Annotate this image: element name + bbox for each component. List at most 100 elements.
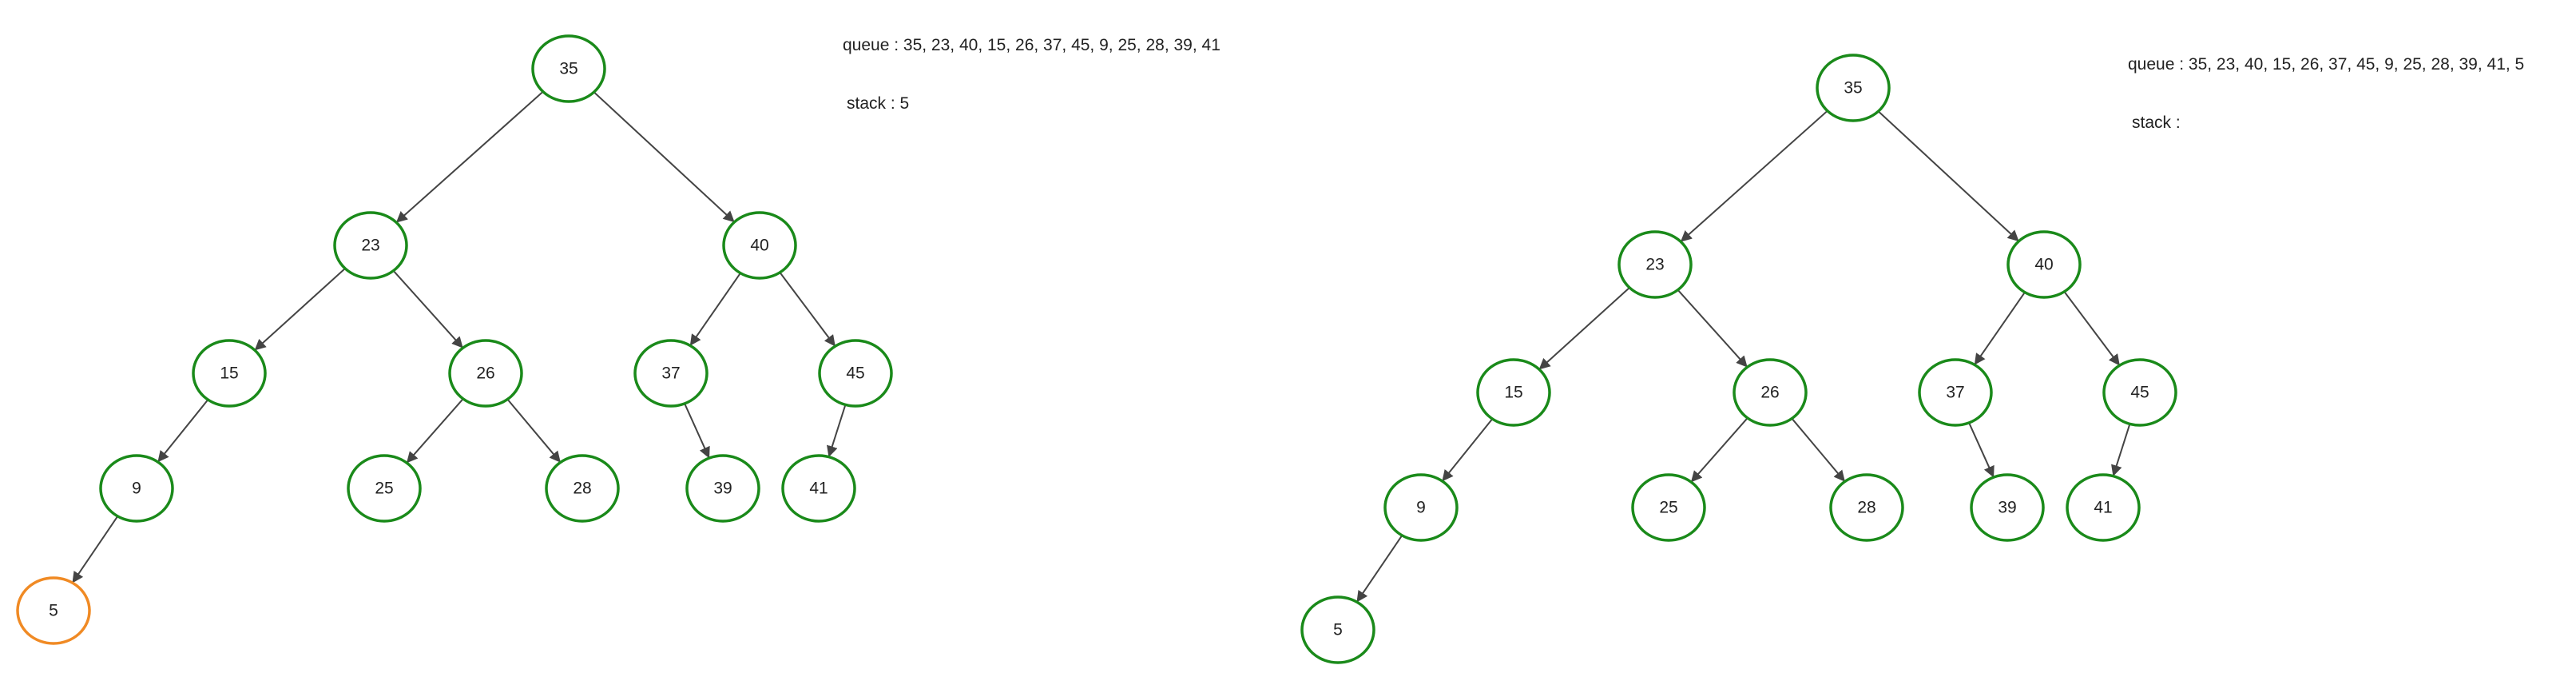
panel-left-edges xyxy=(72,90,847,583)
tree-node-label: 25 xyxy=(1659,499,1677,517)
tree-node-circle xyxy=(781,454,856,523)
tree-node-circle xyxy=(1816,54,1891,122)
tree-node-label: 37 xyxy=(1946,384,1964,402)
tree-node-left-25: 25 xyxy=(347,454,422,523)
tree-node-circle xyxy=(633,339,708,408)
tree-node-right-23: 23 xyxy=(1617,230,1693,299)
tree-node-left-39: 39 xyxy=(685,454,760,523)
edge-right-23-to-15 xyxy=(1538,287,1630,370)
edge-right-15-to-9 xyxy=(1442,418,1494,482)
panel-left-tree: 35 23 40 15 26 37 45 9 25 28 39 41 5 xyxy=(16,34,893,645)
tree-node-circle xyxy=(16,576,91,645)
tree-node-circle xyxy=(1733,358,1808,427)
edge-right-45-to-41 xyxy=(2111,424,2131,477)
tree-node-left-35: 35 xyxy=(531,34,606,103)
edge-left-23-to-26 xyxy=(392,270,463,348)
tree-node-circle xyxy=(99,454,174,523)
tree-node-right-37: 37 xyxy=(1918,358,1993,427)
tree-node-label: 23 xyxy=(1645,256,1664,274)
tree-node-right-40: 40 xyxy=(2006,230,2082,299)
edge-left-9-to-5 xyxy=(72,516,119,583)
tree-node-label: 25 xyxy=(375,480,393,498)
edge-left-26-to-28 xyxy=(506,398,561,463)
edge-right-40-to-45 xyxy=(2063,291,2120,366)
tree-node-label: 41 xyxy=(809,480,828,498)
tree-node-circle xyxy=(192,339,267,408)
tree-node-label: 26 xyxy=(1760,384,1779,402)
tree-node-circle xyxy=(333,211,408,280)
tree-node-circle xyxy=(2066,473,2141,542)
tree-node-circle xyxy=(1476,358,1551,427)
edge-left-40-to-37 xyxy=(689,273,741,346)
tree-node-circle xyxy=(1918,358,1993,427)
tree-node-left-37: 37 xyxy=(633,339,708,408)
tree-node-circle xyxy=(1829,473,1904,542)
tree-node-left-45: 45 xyxy=(818,339,893,408)
tree-node-label: 41 xyxy=(2094,499,2112,517)
tree-node-label: 45 xyxy=(2130,384,2149,402)
tree-node-label: 9 xyxy=(132,480,141,498)
tree-node-circle xyxy=(448,339,523,408)
edge-right-37-to-39 xyxy=(1968,422,1995,478)
edge-left-23-to-15 xyxy=(254,268,346,351)
tree-node-label: 5 xyxy=(49,602,58,620)
panel-left-queue-label: queue : 35, 23, 40, 15, 26, 37, 45, 9, 2… xyxy=(843,36,1221,54)
tree-node-left-28: 28 xyxy=(545,454,620,523)
panel-right-nodes: 35 23 40 15 26 37 45 9 25 28 39 41 5 xyxy=(1300,54,2177,664)
tree-node-label: 40 xyxy=(750,237,768,255)
panel-right-stack-label: stack : xyxy=(2132,114,2181,132)
edge-left-45-to-41 xyxy=(827,404,847,458)
tree-node-label: 37 xyxy=(661,364,680,383)
panel-left-nodes: 35 23 40 15 26 37 45 9 25 28 39 41 5 xyxy=(16,34,893,645)
edge-right-26-to-25 xyxy=(1690,417,1748,483)
panel-right-edges xyxy=(1356,110,2131,603)
tree-node-label: 28 xyxy=(573,480,591,498)
tree-node-circle xyxy=(722,211,797,280)
panel-right-tree: 35 23 40 15 26 37 45 9 25 28 39 41 5 xyxy=(1300,54,2177,664)
tree-node-left-5: 5 xyxy=(16,576,91,645)
tree-node-right-39: 39 xyxy=(1970,473,2045,542)
tree-node-label: 5 xyxy=(1333,621,1343,639)
panel-right-queue-label: queue : 35, 23, 40, 15, 26, 37, 45, 9, 2… xyxy=(2128,55,2525,74)
edge-right-9-to-5 xyxy=(1356,535,1403,603)
edge-right-26-to-28 xyxy=(1791,417,1845,482)
edge-left-37-to-39 xyxy=(684,403,710,459)
tree-node-circle xyxy=(818,339,893,408)
tree-node-circle xyxy=(1300,595,1375,664)
tree-node-circle xyxy=(1631,473,1706,542)
tree-node-label: 28 xyxy=(1857,499,1875,517)
tree-node-circle xyxy=(685,454,760,523)
tree-node-right-41: 41 xyxy=(2066,473,2141,542)
tree-node-label: 15 xyxy=(220,364,238,383)
tree-node-right-28: 28 xyxy=(1829,473,1904,542)
tree-node-circle xyxy=(1383,473,1459,542)
tree-node-circle xyxy=(1617,230,1693,299)
tree-node-circle xyxy=(1970,473,2045,542)
tree-node-right-26: 26 xyxy=(1733,358,1808,427)
tree-node-left-40: 40 xyxy=(722,211,797,280)
tree-node-circle xyxy=(2102,358,2177,427)
tree-node-left-15: 15 xyxy=(192,339,267,408)
tree-node-label: 15 xyxy=(1504,384,1522,402)
tree-node-left-9: 9 xyxy=(99,454,174,523)
tree-node-circle xyxy=(2006,230,2082,299)
tree-node-left-41: 41 xyxy=(781,454,856,523)
tree-node-label: 35 xyxy=(559,60,578,78)
tree-node-label: 39 xyxy=(713,480,732,498)
tree-node-label: 9 xyxy=(1416,499,1426,517)
tree-node-left-23: 23 xyxy=(333,211,408,280)
tree-node-circle xyxy=(545,454,620,523)
tree-node-right-9: 9 xyxy=(1383,473,1459,542)
panel-left-stack-label: stack : 5 xyxy=(847,94,910,113)
tree-node-right-5: 5 xyxy=(1300,595,1375,664)
tree-node-label: 26 xyxy=(476,364,494,383)
edge-left-35-to-23 xyxy=(395,90,544,223)
tree-node-label: 35 xyxy=(1844,79,1862,98)
tree-node-label: 45 xyxy=(846,364,864,383)
edge-right-35-to-40 xyxy=(1877,110,2019,242)
tree-node-right-15: 15 xyxy=(1476,358,1551,427)
edge-left-40-to-45 xyxy=(779,272,836,347)
edge-left-15-to-9 xyxy=(157,399,209,463)
tree-node-label: 39 xyxy=(1998,499,2016,517)
